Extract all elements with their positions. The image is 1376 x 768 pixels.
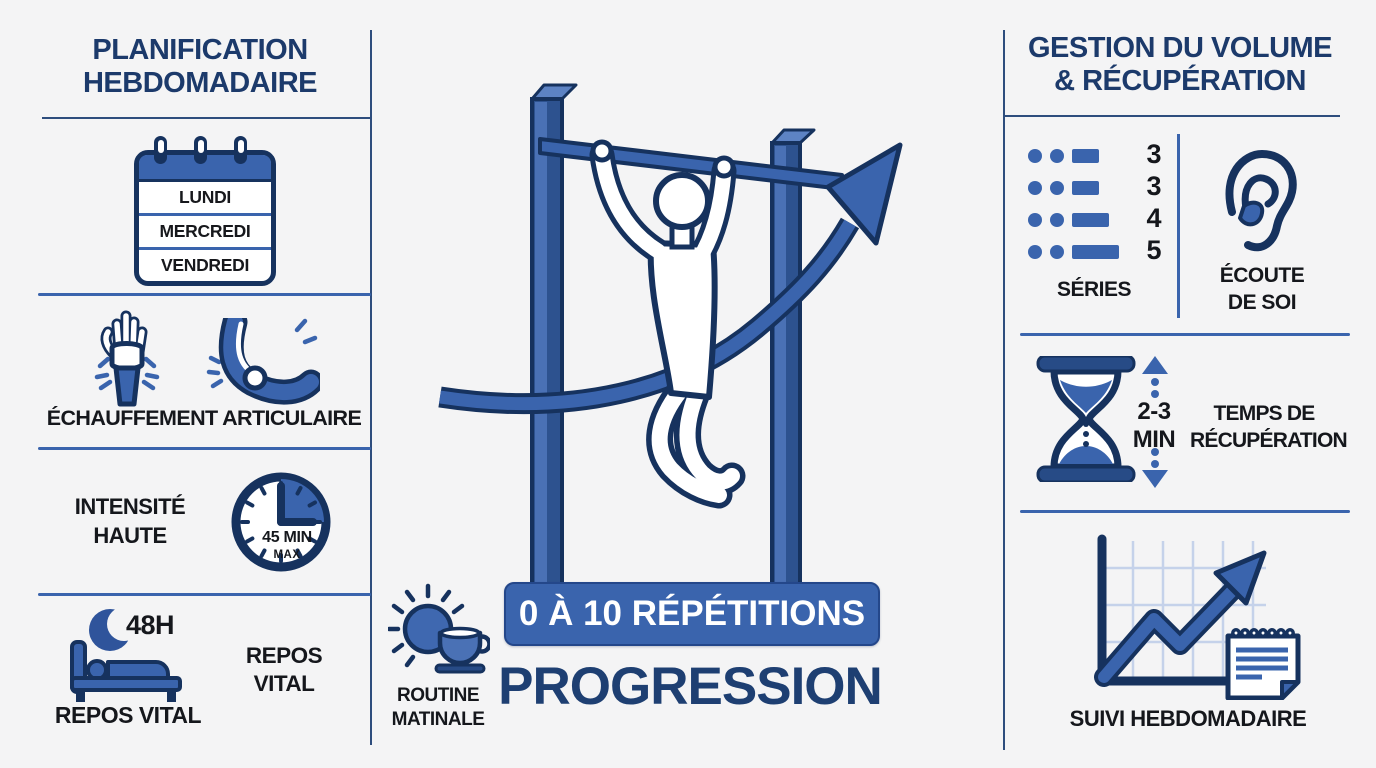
hourglass-icon [1036, 356, 1136, 482]
clock-value: 45 MIN [262, 529, 312, 546]
series-count: 3 [1146, 139, 1162, 169]
bed-icon [70, 640, 182, 702]
series-label: SÉRIES [1056, 278, 1132, 301]
series-block: 3 3 4 5 [1028, 139, 1178, 274]
series-count: 3 [1146, 171, 1162, 201]
series-bar-icon [1072, 181, 1099, 195]
hand-icon [94, 310, 160, 407]
right-column-divider [1003, 30, 1005, 750]
divider [38, 447, 371, 450]
intensity-line1: INTENSITÉ [74, 494, 186, 519]
left-column-title: PLANIFICATION HEBDOMADAIRE [30, 34, 370, 100]
series-dot-icon [1050, 149, 1064, 163]
series-dot-icon [1050, 245, 1064, 259]
intensity-line2: HAUTE [93, 522, 167, 548]
series-count: 5 [1146, 235, 1162, 265]
moon-icon [89, 607, 134, 651]
repetitions-badge: 0 À 10 RÉPÉTITIONS [504, 582, 880, 646]
recovery-label: TEMPS DE RÉCUPÉRATION [1190, 400, 1348, 455]
recovery-time-line2: MIN [1132, 425, 1176, 453]
right-title-line1: GESTION DU VOLUME [1027, 32, 1333, 64]
divider [1020, 510, 1350, 513]
series-bar-icon [1072, 149, 1099, 163]
calendar-icon: LUNDI MERCREDI VENDREDI [134, 136, 276, 286]
rest-line1: REPOS [245, 643, 323, 668]
right-title-line2: & RÉCUPÉRATION [1054, 64, 1306, 97]
rest-hours-label: 48H [126, 610, 175, 640]
divider [1177, 134, 1180, 318]
listen-line1: ÉCOUTE [1219, 264, 1305, 287]
series-bar-icon [1072, 245, 1119, 259]
tracking-label: SUIVI HEBDOMADAIRE [1069, 706, 1307, 731]
calendar-ring-icon [154, 136, 167, 164]
series-dot-icon [1028, 149, 1042, 163]
series-row: 5 [1028, 235, 1178, 265]
clock-icon [231, 472, 331, 572]
calendar-day: MERCREDI [139, 213, 271, 247]
right-column-title: GESTION DU VOLUME & RÉCUPÉRATION [1008, 32, 1352, 98]
series-bar-icon [1072, 213, 1109, 227]
recovery-label-line1: TEMPS DE [1213, 402, 1316, 425]
right-title-underline [1003, 115, 1340, 117]
progression-title: PROGRESSION [498, 657, 883, 716]
routine-line1: ROUTINE [397, 685, 480, 706]
listen-line2: DE SOI [1227, 291, 1297, 315]
left-column-divider [370, 30, 372, 745]
rest-bed-label: REPOS VITAL [54, 702, 202, 728]
series-count: 4 [1146, 203, 1162, 233]
series-dot-icon [1028, 245, 1042, 259]
series-dot-icon [1050, 181, 1064, 195]
routine-label: ROUTINE MATINALE [388, 684, 488, 732]
calendar-ring-icon [234, 136, 247, 164]
divider [38, 593, 371, 596]
series-dot-icon [1050, 213, 1064, 227]
updown-arrow-icon [1142, 356, 1168, 488]
left-title-line2: HEBDOMADAIRE [82, 66, 318, 99]
elbow-joint-icon [206, 318, 320, 405]
divider [1020, 333, 1350, 336]
listen-label: ÉCOUTE DE SOI [1200, 262, 1324, 317]
series-row: 4 [1028, 203, 1178, 233]
left-title-line1: PLANIFICATION [92, 34, 308, 66]
recovery-time: 2-3 MIN [1124, 398, 1184, 453]
ear-icon [1225, 149, 1297, 252]
calendar-day: LUNDI [179, 187, 231, 207]
clock-sub-label: MAX [273, 549, 301, 561]
recovery-label-line2: RÉCUPÉRATION [1190, 429, 1348, 453]
routine-line2: MATINALE [391, 708, 485, 730]
sun-coffee-icon [388, 583, 490, 674]
recovery-time-line1: 2-3 [1137, 398, 1171, 425]
rest-line2: VITAL [253, 671, 315, 697]
pullup-scene [438, 83, 903, 585]
series-dot-icon [1028, 181, 1042, 195]
intensity-label: INTENSITÉ HAUTE [50, 493, 210, 550]
calendar-ring-icon [194, 136, 207, 164]
series-row: 3 [1028, 139, 1178, 169]
calendar-day: VENDREDI [139, 247, 271, 281]
divider [38, 293, 371, 296]
repetitions-badge-text: 0 À 10 RÉPÉTITIONS [518, 594, 866, 633]
progress-chart-icon [1094, 534, 1267, 687]
series-dot-icon [1028, 213, 1042, 227]
left-title-underline [42, 117, 371, 119]
warmup-label: ÉCHAUFFEMENT ARTICULAIRE [46, 406, 362, 430]
calendar-days: LUNDI MERCREDI VENDREDI [139, 182, 271, 281]
series-row: 3 [1028, 171, 1178, 201]
notepad-icon [1225, 628, 1301, 700]
rest-side-label: REPOS VITAL [228, 642, 340, 698]
